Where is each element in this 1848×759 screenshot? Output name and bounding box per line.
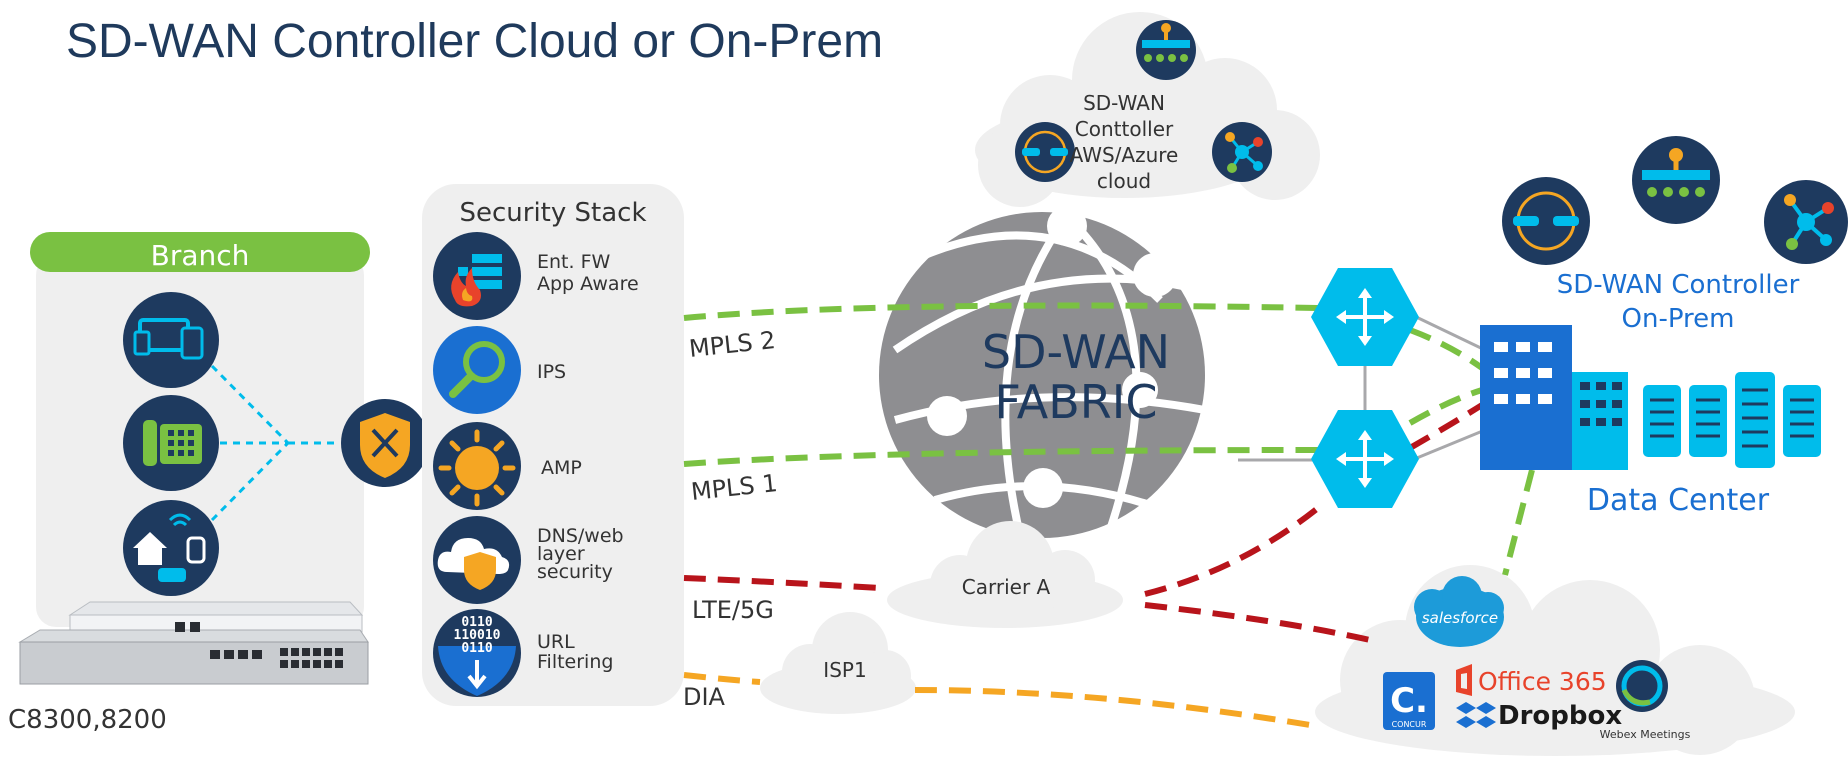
concur-label: CONCUR <box>1392 720 1427 729</box>
cloud-shield-icon <box>433 516 521 604</box>
stack-label-ips: IPS <box>537 361 566 383</box>
datacenter-servers <box>1643 372 1821 468</box>
stack-label-url-1: URL <box>537 631 575 653</box>
svg-text:C.: C. <box>1390 681 1428 721</box>
vmanage-icon <box>1212 122 1272 182</box>
branch-header-label: Branch <box>151 239 250 272</box>
stack-label-firewall-2: App Aware <box>537 273 639 295</box>
magnifier-icon <box>433 326 521 414</box>
security-stack-title: Security Stack <box>459 198 646 228</box>
transport-links <box>683 302 1535 728</box>
stack-label-dns-3: security <box>537 561 613 583</box>
dropbox-label: Dropbox <box>1498 701 1622 731</box>
edge-router-1 <box>1311 268 1419 366</box>
branch-header <box>30 232 370 272</box>
security-hub-icon <box>341 399 429 487</box>
salesforce-logo: salesforce <box>1414 576 1504 647</box>
stack-label-firewall-1: Ent. FW <box>537 251 611 273</box>
page-title: SD-WAN Controller Cloud or On-Prem <box>66 15 884 68</box>
datacenter-building <box>1480 325 1628 470</box>
webex-label: Webex Meetings <box>1600 728 1691 741</box>
vbond-icon <box>1136 20 1196 80</box>
binary-line-2: 110010 <box>454 628 501 643</box>
vsmart-icon <box>1015 122 1075 182</box>
datacenter-label: Data Center <box>1587 483 1770 518</box>
isp-label: ISP1 <box>823 658 866 682</box>
fabric-label-1: SD-WAN <box>982 325 1170 379</box>
stack-label-url-2: Filtering <box>537 651 613 673</box>
binary-line-3: 0110 <box>461 641 492 656</box>
office365-logo: Office 365 <box>1456 664 1607 696</box>
carrier-label: Carrier A <box>962 575 1051 599</box>
router-hardware <box>18 601 369 685</box>
onprem-vbond-icon <box>1632 136 1720 224</box>
isp-cloud <box>760 612 916 714</box>
devices-icon <box>123 292 219 388</box>
firewall-icon <box>433 232 521 320</box>
malware-bug-icon <box>433 422 521 510</box>
link-label-mpls1: MPLS 1 <box>690 469 779 506</box>
url-filter-icon: 0110 110010 0110 <box>433 609 521 697</box>
stack-label-dns-1: DNS/web <box>537 525 624 547</box>
dropbox-logo: Dropbox <box>1456 701 1622 731</box>
edge-router-2 <box>1311 410 1419 508</box>
iot-icon <box>123 500 219 596</box>
onprem-label-1: SD-WAN Controller <box>1557 270 1800 300</box>
controller-cloud-label-1: SD-WAN <box>1083 91 1165 115</box>
salesforce-label: salesforce <box>1422 609 1498 627</box>
link-label-dia: DIA <box>683 683 726 711</box>
stack-label-dns-2: layer <box>537 543 585 565</box>
phone-icon <box>123 395 219 491</box>
carrier-cloud <box>887 521 1123 628</box>
controller-cloud-label-4: cloud <box>1097 169 1151 193</box>
controller-cloud-label-2: Conttoller <box>1075 117 1174 141</box>
device-label: C8300,8200 <box>8 705 167 735</box>
controller-cloud-label-3: AWS/Azure <box>1070 143 1179 167</box>
office365-label: Office 365 <box>1478 667 1607 696</box>
binary-line-1: 0110 <box>461 615 492 630</box>
link-label-mpls2: MPLS 2 <box>688 326 777 363</box>
router-connections <box>1238 313 1486 462</box>
branch-links <box>210 364 340 522</box>
webex-logo: Webex Meetings <box>1600 660 1691 741</box>
onprem-vsmart-icon <box>1502 177 1590 265</box>
concur-logo: C. CONCUR <box>1383 672 1435 730</box>
onprem-vmanage-icon <box>1764 180 1848 264</box>
onprem-label-2: On-Prem <box>1622 304 1735 334</box>
stack-label-amp: AMP <box>541 457 582 479</box>
link-label-lte: LTE/5G <box>692 596 774 624</box>
fabric-label-2: FABRIC <box>995 375 1158 429</box>
fabric-globe <box>879 206 1206 538</box>
